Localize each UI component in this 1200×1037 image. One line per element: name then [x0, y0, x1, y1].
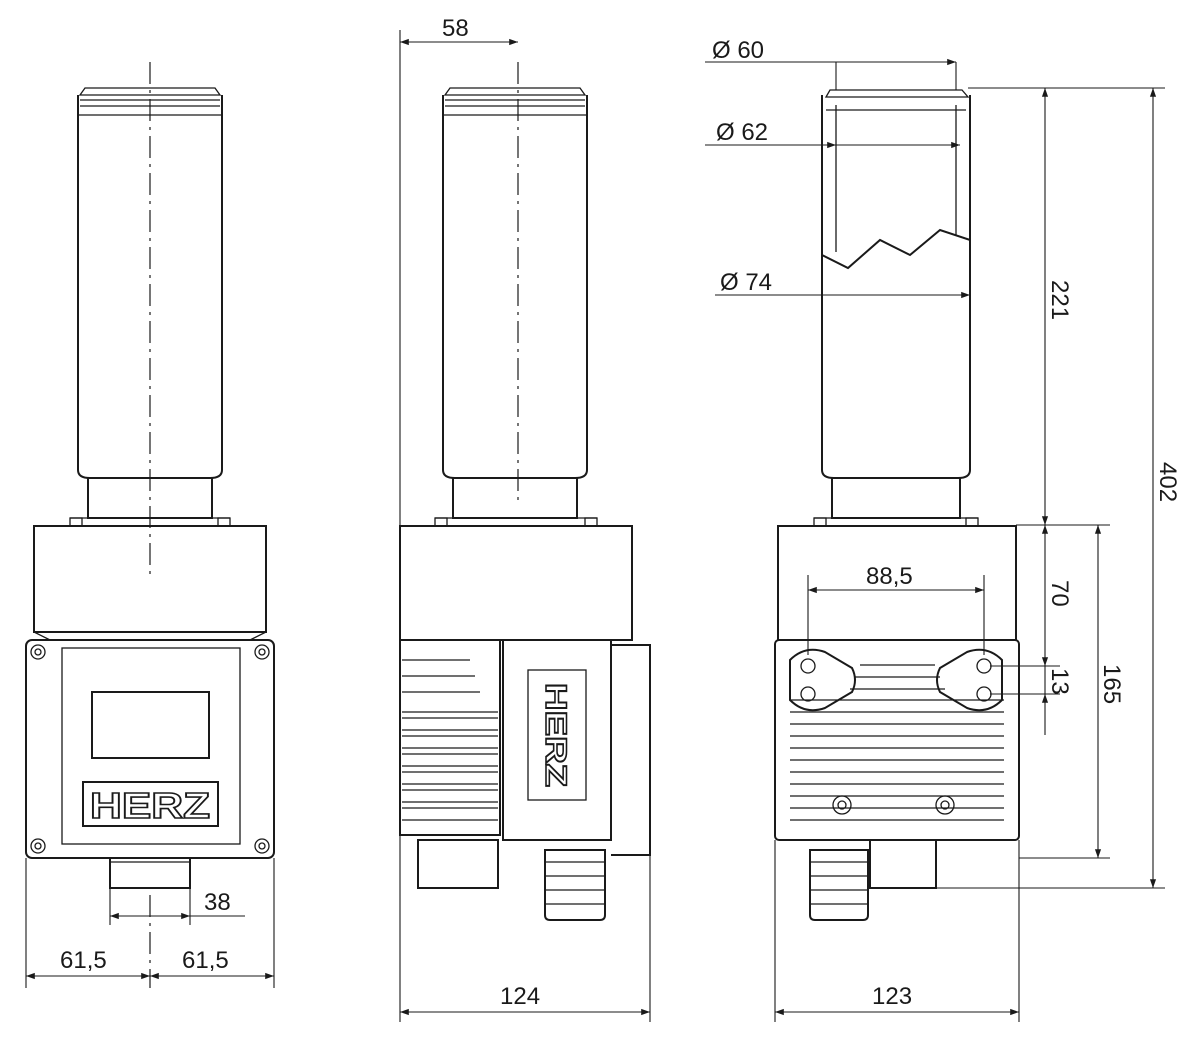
dim-221: 221	[1046, 280, 1073, 320]
dim-402: 402	[1154, 462, 1181, 502]
rear-dimensions: Ø 60 Ø 62 Ø 74 88,5 221 70 13 165 402	[705, 37, 1181, 1022]
dim-61-5-left: 61,5	[60, 947, 107, 974]
dim-58: 58	[442, 15, 469, 42]
front-dimensions: 38 61,5 61,5	[25, 858, 275, 988]
dim-70: 70	[1046, 580, 1073, 607]
dim-88-5: 88,5	[866, 563, 913, 590]
front-logo: HERZ	[90, 785, 210, 826]
side-logo: HERZ	[539, 683, 572, 787]
dim-d62: Ø 62	[716, 119, 768, 146]
dim-165: 165	[1098, 664, 1125, 704]
front-view: HERZ	[25, 62, 275, 988]
dim-38: 38	[204, 889, 231, 916]
dim-123: 123	[872, 983, 912, 1010]
dim-61-5-right: 61,5	[182, 947, 229, 974]
side-dimensions: 58 124	[399, 15, 651, 1022]
dim-d74: Ø 74	[720, 269, 772, 296]
dim-d60: Ø 60	[712, 37, 764, 64]
dim-124: 124	[500, 983, 540, 1010]
dim-13: 13	[1046, 668, 1073, 695]
rear-view	[774, 89, 1020, 921]
side-view: HERZ	[399, 62, 651, 921]
